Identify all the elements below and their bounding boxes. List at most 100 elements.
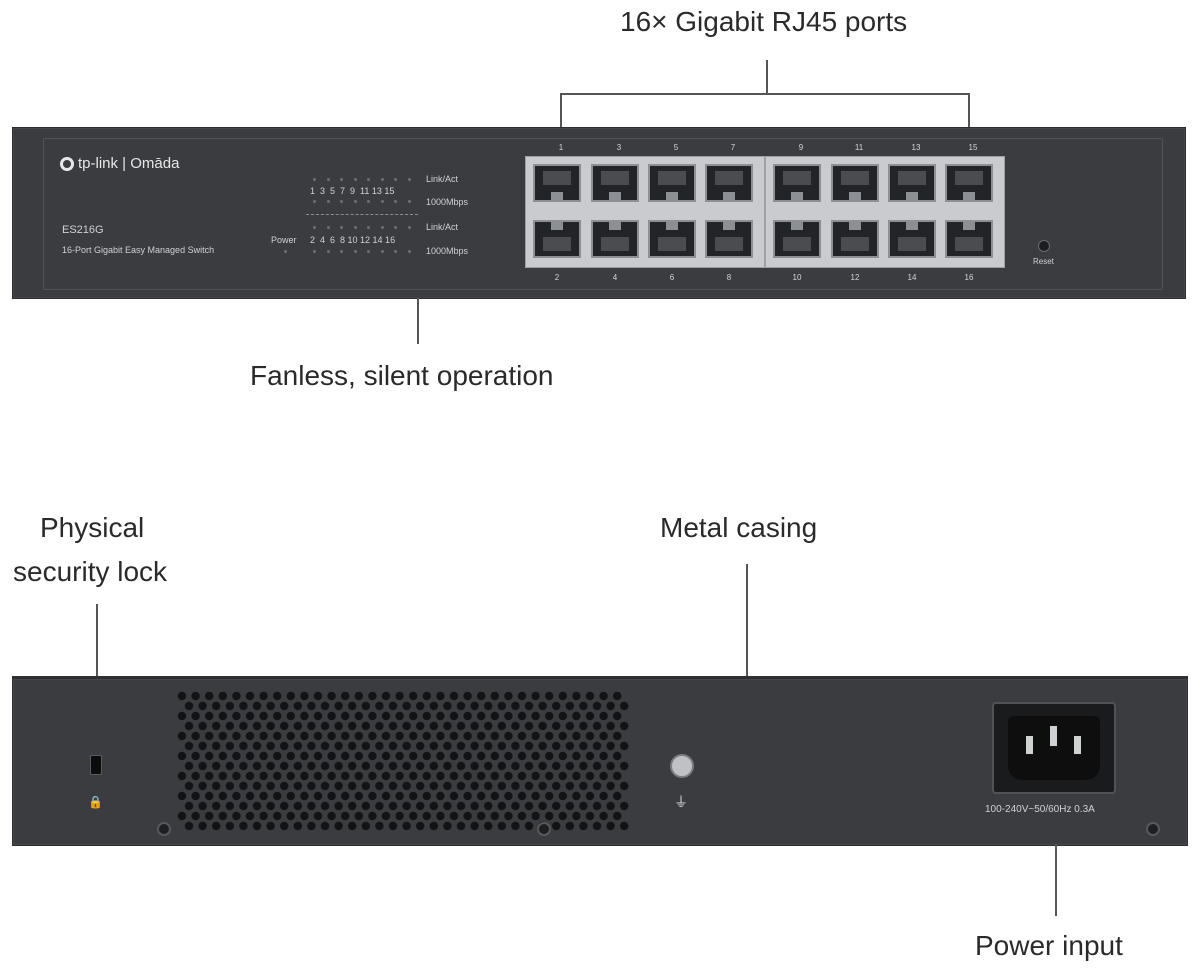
vent-hole — [416, 781, 425, 791]
vent-hole — [198, 741, 207, 751]
vent-hole — [368, 771, 377, 781]
vent-hole — [320, 821, 330, 831]
vent-hole — [524, 781, 534, 791]
vent-hole — [273, 711, 282, 721]
rj45-port[interactable] — [705, 220, 753, 258]
security-lock-slot[interactable] — [90, 755, 102, 775]
vent-hole — [184, 821, 194, 831]
vent-hole — [313, 791, 323, 801]
vent-hole — [572, 731, 581, 741]
vent-hole — [388, 781, 398, 791]
vent-hole — [361, 781, 370, 791]
vent-hole — [381, 731, 391, 741]
vent-hole — [273, 771, 282, 781]
rj45-port[interactable] — [945, 164, 993, 202]
vent-hole — [245, 691, 255, 701]
vent-hole — [341, 751, 350, 761]
vent-hole — [463, 791, 472, 801]
rj45-port[interactable] — [591, 220, 639, 258]
vent-hole — [585, 691, 595, 701]
vent-hole — [388, 821, 398, 831]
status-led — [313, 200, 316, 203]
rj45-port[interactable] — [533, 164, 581, 202]
vent-hole — [545, 711, 554, 721]
vent-hole — [191, 731, 200, 741]
vent-hole — [191, 791, 200, 801]
ground-screw-icon — [670, 754, 694, 778]
vent-hole — [599, 731, 608, 741]
rj45-port[interactable] — [591, 164, 639, 202]
power-inlet[interactable] — [992, 702, 1116, 794]
vent-hole — [280, 761, 289, 771]
vent-hole — [592, 721, 602, 731]
vent-hole — [572, 791, 581, 801]
vent-hole — [368, 791, 377, 801]
vent-hole — [334, 701, 343, 711]
vent-hole — [177, 731, 187, 741]
vent-hole — [273, 691, 282, 701]
vent-hole — [348, 821, 357, 831]
vent-hole — [212, 701, 221, 711]
rj45-port[interactable] — [888, 220, 936, 258]
rj45-port[interactable] — [773, 164, 821, 202]
rj45-port[interactable] — [648, 220, 696, 258]
rj45-port[interactable] — [831, 164, 879, 202]
vent-hole — [606, 741, 615, 751]
vent-hole — [470, 721, 479, 731]
vent-hole — [416, 801, 425, 811]
vent-hole — [484, 761, 493, 771]
vent-hole — [449, 811, 459, 821]
rj45-port[interactable] — [705, 164, 753, 202]
vent-hole — [293, 741, 302, 751]
vent-hole — [198, 781, 207, 791]
status-led — [367, 250, 370, 253]
vent-hole — [585, 811, 595, 821]
vent-hole — [307, 741, 316, 751]
rj45-port[interactable] — [888, 164, 936, 202]
vent-hole — [218, 791, 227, 801]
vent-hole — [266, 701, 275, 711]
vent-hole — [456, 821, 466, 831]
vent-hole — [273, 791, 282, 801]
rj45-port[interactable] — [533, 220, 581, 258]
vent-hole — [504, 711, 513, 721]
reset-button[interactable] — [1038, 240, 1050, 252]
vent-hole — [409, 731, 418, 741]
ground-symbol-icon: ⏚ — [674, 794, 688, 810]
vent-hole — [212, 781, 221, 791]
vent-hole — [572, 691, 581, 701]
vent-hole — [565, 761, 574, 771]
rj45-port[interactable] — [945, 220, 993, 258]
vent-hole — [429, 721, 438, 731]
vent-hole — [334, 781, 343, 791]
vent-hole — [307, 701, 316, 711]
vent-hole — [531, 731, 540, 741]
vent-hole — [449, 791, 459, 801]
vent-hole — [395, 751, 404, 761]
link-act-label-2: Link/Act — [426, 222, 459, 232]
vent-hole — [409, 771, 418, 781]
vent-hole — [286, 771, 295, 781]
fanless-callout-line — [417, 298, 419, 344]
vent-hole — [348, 781, 357, 791]
rj45-port[interactable] — [648, 164, 696, 202]
vent-hole — [558, 691, 567, 701]
vent-hole — [286, 731, 295, 741]
vent-hole — [416, 821, 425, 831]
port-number: 10 — [792, 273, 802, 282]
vent-hole — [477, 691, 486, 701]
vent-hole — [436, 811, 445, 821]
vent-hole — [225, 721, 234, 731]
rj45-port[interactable] — [773, 220, 821, 258]
model-description: 16-Port Gigabit Easy Managed Switch — [62, 245, 215, 255]
vent-hole — [354, 691, 363, 701]
port-number: 9 — [798, 143, 804, 152]
vent-hole — [191, 691, 200, 701]
vent-hole — [572, 751, 581, 761]
rj45-port[interactable] — [831, 220, 879, 258]
vent-hole — [470, 741, 479, 751]
vent-hole — [436, 751, 445, 761]
vent-hole — [348, 721, 357, 731]
vent-hole — [477, 711, 486, 721]
vent-hole — [348, 701, 357, 711]
